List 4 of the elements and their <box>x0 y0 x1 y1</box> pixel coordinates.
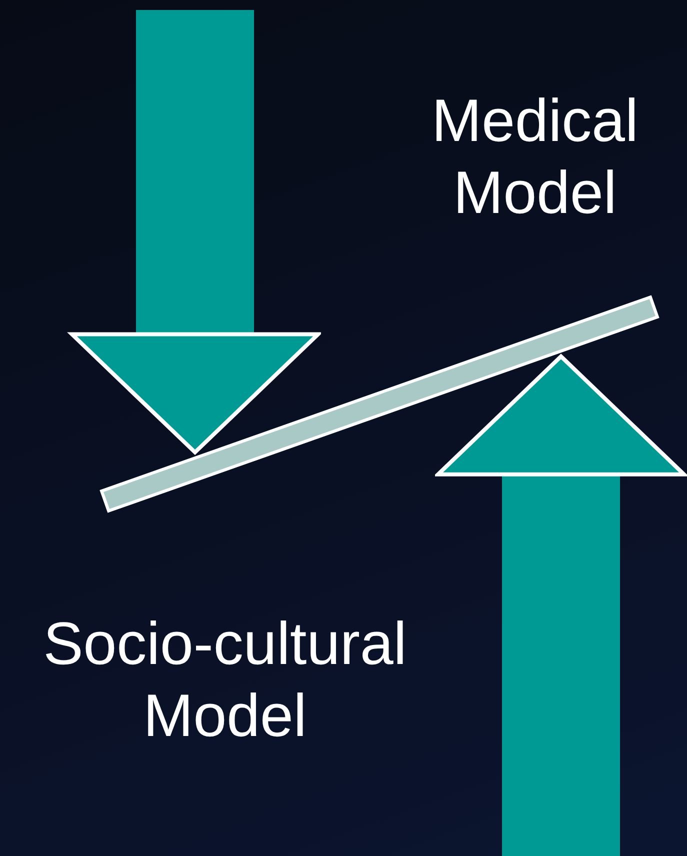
block-arrow <box>70 10 320 454</box>
model-label: Medical Model <box>395 85 675 229</box>
block-arrow <box>436 354 686 856</box>
model-label: Socio-cultural Model <box>5 608 445 752</box>
